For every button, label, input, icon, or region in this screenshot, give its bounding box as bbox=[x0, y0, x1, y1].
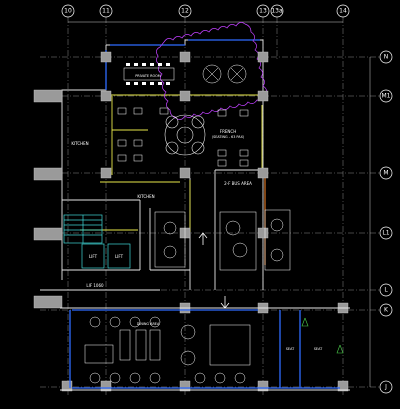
grid-bubble-13 bbox=[256, 4, 270, 18]
round-tables-upper bbox=[202, 64, 247, 84]
room-label-lower-right-a: SEAT bbox=[286, 347, 295, 351]
central-round-cluster bbox=[164, 114, 206, 156]
room-label-bus-area: 2-F BUS AREA bbox=[224, 181, 252, 186]
lower-floor-walls bbox=[60, 307, 350, 391]
grid-column-labels: 10 11 12 13 13a 14 bbox=[64, 8, 347, 15]
lower-dining-furniture bbox=[84, 316, 251, 384]
room-label-lower-center: DINING AREA bbox=[137, 322, 160, 326]
grid-label-row: L1 bbox=[382, 230, 389, 237]
grid-label-row: N bbox=[384, 54, 389, 61]
grid-bubble-13a bbox=[270, 4, 284, 18]
revision-cloud bbox=[156, 22, 267, 120]
room-label-lift-b: LIFT bbox=[115, 254, 124, 259]
dimension-marks bbox=[68, 21, 371, 387]
grid-bubble-11 bbox=[99, 4, 113, 18]
lift-shafts bbox=[81, 243, 131, 269]
lower-floor-glazing bbox=[69, 309, 340, 389]
green-markers bbox=[301, 317, 344, 354]
grid-label-col: 13 bbox=[259, 8, 267, 15]
stair-core bbox=[63, 214, 103, 244]
grid-label-row: L bbox=[384, 287, 388, 294]
grid-label-col: 12 bbox=[181, 8, 189, 15]
dining-tables-right bbox=[217, 109, 249, 167]
room-label-french: FRENCH bbox=[220, 129, 236, 134]
grid-bubble-14 bbox=[336, 4, 350, 18]
grid-label-col: 11 bbox=[102, 8, 110, 15]
grid-bubble-12 bbox=[178, 4, 192, 18]
up-arrow bbox=[198, 232, 208, 245]
planter-boxes bbox=[154, 209, 291, 271]
grid-label-row: M1 bbox=[382, 93, 391, 100]
down-arrow bbox=[220, 296, 230, 309]
room-label-lower: LIF 1060 bbox=[86, 283, 104, 288]
grid-label-col: 14 bbox=[339, 8, 347, 15]
private-room-table bbox=[123, 63, 175, 85]
structural-columns bbox=[33, 51, 349, 392]
dining-tables-left bbox=[117, 107, 169, 162]
grid-label-row: J bbox=[384, 384, 387, 391]
grid-row-bubbles bbox=[379, 50, 393, 394]
room-label-kitchen-left: KITCHEN bbox=[71, 141, 88, 146]
room-label-lower-right-b: SEAT bbox=[314, 347, 323, 351]
grid-label-col: 10 bbox=[64, 8, 72, 15]
grid-bubble-10 bbox=[61, 4, 75, 18]
grid-label-row: M bbox=[383, 170, 388, 177]
room-label-private: PRIVATE ROOM bbox=[135, 74, 161, 78]
grid-label-col: 13a bbox=[271, 8, 283, 15]
yellow-partitions bbox=[80, 94, 263, 232]
grid-column-bubbles bbox=[61, 4, 350, 18]
bus-area-fixtures bbox=[219, 211, 257, 271]
grid-row-labels: N M1 M L1 L K J bbox=[382, 54, 391, 391]
room-label-kitchen-center: KITCHEN bbox=[137, 194, 154, 199]
grid-label-row: K bbox=[384, 307, 389, 314]
room-label-lift-a: LIFT bbox=[89, 254, 98, 259]
room-label-french-sub: (SEATING - 63 PAX) bbox=[212, 135, 245, 139]
